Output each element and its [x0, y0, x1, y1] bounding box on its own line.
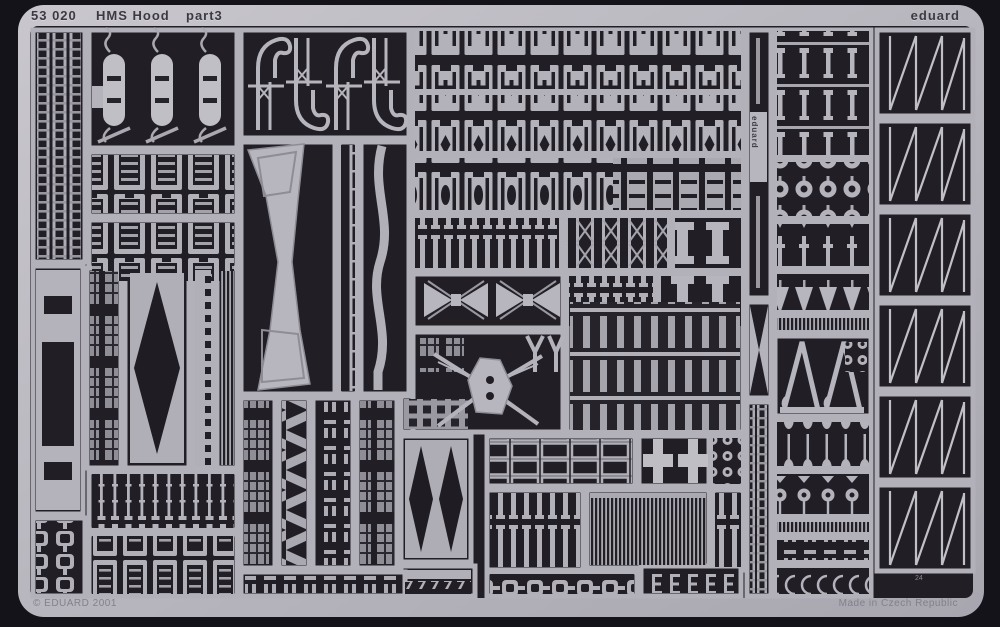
made-in-text: Made in Czech Republic [838, 598, 958, 609]
slat-strips-lower [490, 493, 580, 567]
small-grating-row [92, 536, 234, 594]
bollard-pin-rows [777, 31, 869, 155]
winch-handle-row [777, 224, 869, 266]
narrow-ladder-strip [750, 405, 768, 593]
mesh-strip-wide [360, 401, 394, 565]
ibeam-bracket-pair [675, 218, 741, 268]
etched-brand-strip [750, 38, 767, 288]
twin-diamond-panel [405, 440, 467, 558]
railing-stanchions-row [92, 474, 234, 528]
comb-strip-2 [777, 522, 869, 532]
hatch-door-row-3 [415, 158, 613, 210]
eyelet-ring-rows [777, 162, 869, 216]
eyelet-column [713, 438, 741, 484]
signal-disc-row [777, 474, 869, 514]
crane-derrick-part [420, 335, 565, 428]
etched-brand-vertical: eduard [750, 116, 759, 149]
winch-block-row [613, 158, 741, 210]
small-fittings-row [245, 575, 401, 593]
ladder-strip-holes [195, 270, 211, 466]
c-hook-row [777, 568, 869, 594]
pennant-triangle-row [777, 274, 869, 310]
copyright-text: © EDUARD 2001 [33, 598, 117, 609]
tick-ruler-strip [341, 145, 355, 391]
carley-float-parts [92, 26, 227, 144]
hatch-door-row-2 [415, 95, 741, 151]
panel-mark: 24 [915, 575, 923, 582]
perforated-grid-plate [404, 399, 468, 429]
footstep-links-row [490, 574, 634, 594]
catalog-number: 53 020 [31, 8, 77, 23]
window-frame-grid [490, 439, 632, 483]
double-davit-frame [780, 341, 867, 413]
hatch-door-row-1 [415, 31, 741, 89]
anchor-chain-strips [37, 33, 81, 259]
zigzag-brace-strip [282, 401, 306, 565]
slat-strip-right [715, 493, 741, 567]
v-notch-strip [405, 570, 471, 594]
linked-plates-strips [36, 521, 82, 593]
deck-blank-strip [36, 270, 80, 510]
tiny-fittings-row [777, 540, 869, 560]
small-bracket-column [316, 401, 350, 565]
boat-grating-row-1 [92, 155, 234, 213]
thin-rod-strips [220, 271, 234, 465]
funnel-cap-strip [246, 143, 311, 391]
oar-paddle-row [777, 422, 869, 466]
kit-name: HMS Hood [96, 8, 170, 23]
boat-skid-bands [570, 302, 740, 430]
mesh-grating-column [90, 271, 118, 465]
fine-comb-grating [590, 493, 706, 565]
hourglass-brace [750, 306, 768, 394]
mesh-strips [244, 401, 272, 565]
e-bracket-row [644, 569, 738, 593]
diamond-brace-panel [130, 273, 184, 463]
part-label: part3 [186, 8, 223, 23]
comb-strip-1 [777, 318, 869, 330]
brand-logo: eduard [910, 8, 960, 23]
lattice-mast-towers [567, 218, 667, 268]
wavy-profile-strip [372, 144, 390, 390]
vertical-slat-parts [415, 218, 559, 268]
